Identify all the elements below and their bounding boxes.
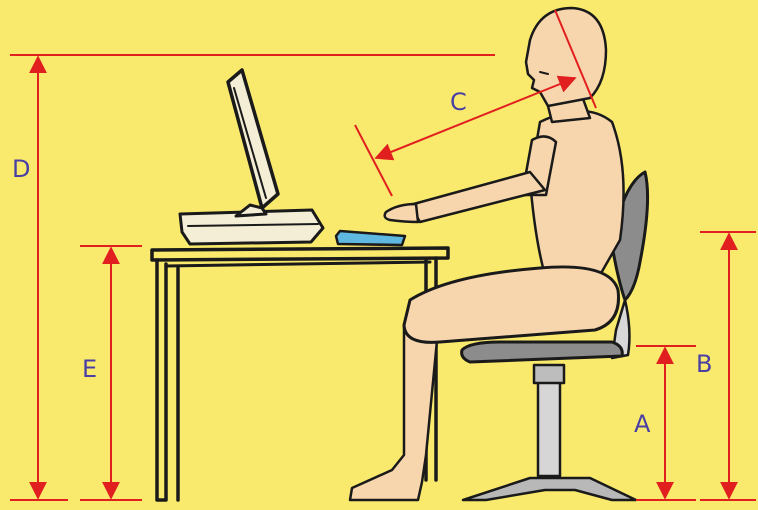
dimension-c-screen-tick (355, 125, 392, 196)
label-e: E (82, 355, 97, 383)
keyboard-icon (336, 231, 405, 245)
label-a: A (634, 410, 651, 438)
computer-monitor-icon (180, 70, 323, 244)
label-b: B (696, 350, 712, 378)
label-c: C (450, 88, 467, 116)
label-d: D (12, 155, 30, 183)
